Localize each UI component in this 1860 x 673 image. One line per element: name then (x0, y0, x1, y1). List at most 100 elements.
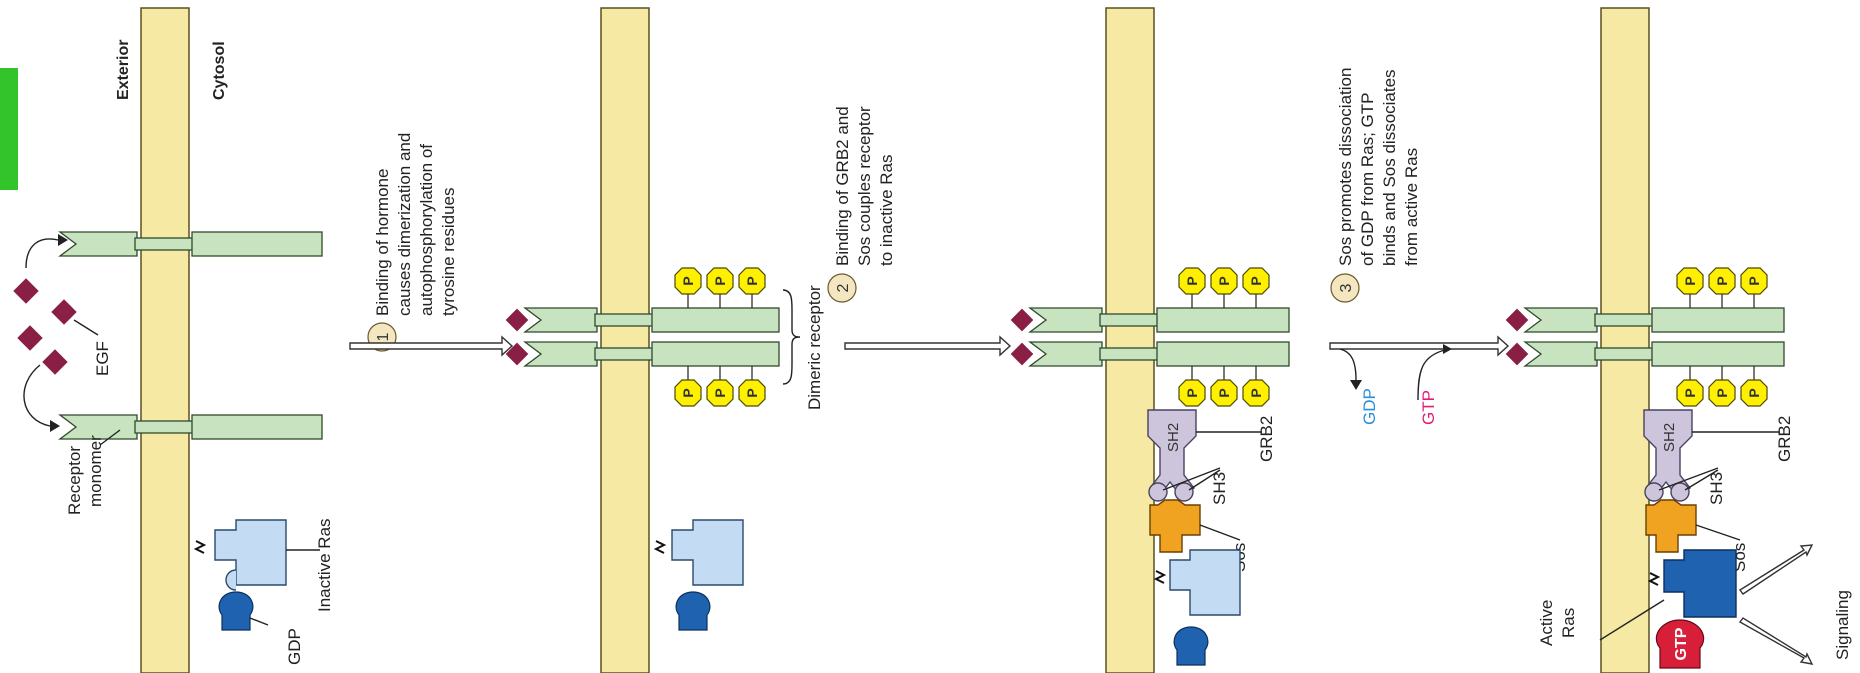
sos-protein-3 (1149, 499, 1201, 553)
grb2-protein-4: SH2 (1643, 409, 1693, 502)
sh2-label-3: SH2 (1165, 423, 1182, 452)
egf-bound-upper-3 (1010, 308, 1034, 332)
step-2-line-2: Sos couples receptor (855, 106, 874, 266)
step-2: 2 Binding of GRB2 and Sos couples recept… (827, 106, 1012, 357)
binding-arrow-bottom (23, 364, 51, 427)
step-3-arrow (1329, 335, 1510, 357)
svg-text:P: P (1682, 276, 1698, 285)
sh3-pointer-3b (1188, 469, 1221, 491)
panel-2: P P P P P P Dimeric receptor (505, 267, 824, 631)
receptor-upper-3 (1028, 307, 1290, 333)
phosphate-group-upper-3: P P P (1178, 267, 1270, 308)
inactive-ras-3 (1153, 549, 1241, 616)
svg-text:P: P (712, 388, 728, 397)
svg-text:P: P (1248, 388, 1264, 397)
svg-text:P: P (1184, 388, 1200, 397)
svg-text:P: P (1714, 276, 1730, 285)
svg-text:P: P (1682, 388, 1698, 397)
panel-1: EGF Receptor monomer Inactive Ras GDP (13, 231, 334, 665)
step-1-arrow (349, 335, 514, 357)
active-ras-pointer (1599, 599, 1665, 641)
receptor-monomer-top (58, 231, 323, 257)
egf-molecule-2 (17, 325, 43, 351)
gtp-bound-label: GTP (1673, 627, 1690, 660)
egf-bound-upper-4 (1505, 308, 1529, 332)
gdp-molecule-2 (675, 591, 711, 631)
active-ras-label-line2: Ras (1559, 608, 1578, 638)
membrane-panel-1 (140, 7, 190, 673)
gdp-release-arrow-head (1350, 380, 1362, 390)
active-ras-label-line1: Active (1537, 600, 1556, 646)
step-2-line-1: Binding of GRB2 and (833, 106, 852, 266)
gdp-release-arrow (1339, 348, 1357, 381)
grb2-label-3: GRB2 (1257, 416, 1276, 462)
sos-protein-4 (1645, 499, 1697, 553)
step-1-line-2: causes dimerization and (395, 133, 414, 316)
step-3: 3 Sos promotes dissociation of GDP from … (1329, 68, 1510, 425)
gtp-binding-arrow-head (1443, 344, 1452, 354)
phosphate-group-lower-4: P P P (1676, 366, 1768, 407)
step-1-line-3: autophosphorylation of (417, 144, 436, 316)
step-2-line-3: to inactive Ras (877, 155, 896, 267)
step-2-arrow (844, 335, 1012, 357)
step-1-number: 1 (375, 332, 392, 341)
svg-text:P: P (680, 276, 696, 285)
egf-bound-lower-3 (1010, 342, 1034, 366)
sh3-pointer-3a (1162, 467, 1221, 491)
side-tab (0, 68, 18, 190)
receptor-monomer-bottom (58, 414, 323, 440)
inactive-ras-2 (653, 519, 744, 586)
panel-4: P P P P P P SH2 GRB2 SH3 (1505, 267, 1852, 669)
step-3-number: 3 (1338, 283, 1355, 292)
sh3-label-4: SH3 (1707, 472, 1726, 505)
receptor-lower-3 (1028, 341, 1290, 367)
egf-molecule-3 (51, 299, 77, 325)
gdp-molecule-3 (1173, 626, 1209, 666)
membrane-panel-3 (1105, 7, 1155, 673)
phosphate-group-lower-2: P P P (674, 366, 766, 407)
svg-text:P: P (1746, 276, 1762, 285)
receptor-monomer-label-line1: Receptor (65, 446, 84, 515)
sh2-label-4: SH2 (1661, 423, 1678, 452)
membrane-panel-2 (600, 7, 650, 673)
svg-text:P: P (1184, 276, 1200, 285)
dimeric-receptor-upper (523, 307, 780, 333)
sos-pointer-3 (1199, 524, 1241, 541)
svg-text:P: P (1746, 388, 1762, 397)
gtp-molecule: GTP (1655, 619, 1705, 669)
inactive-ras-label: Inactive Ras (315, 518, 334, 612)
panel-3: P P P P P P SH2 GRB2 SH3 (1010, 267, 1290, 666)
egf-bound-lower-4 (1505, 342, 1529, 366)
phosphate-group-upper-4: P P P (1676, 267, 1768, 308)
svg-text:P: P (1714, 388, 1730, 397)
svg-text:P: P (744, 276, 760, 285)
binding-arrow-bottom-head (50, 420, 60, 432)
egf-label: EGF (93, 341, 112, 376)
gdp-label: GDP (285, 628, 304, 665)
grb2-protein-3: SH2 (1147, 409, 1197, 502)
active-ras (1647, 549, 1737, 618)
svg-text:P: P (1248, 276, 1264, 285)
svg-text:P: P (1216, 388, 1232, 397)
dimeric-receptor-lower (523, 341, 780, 367)
phosphate-group-upper-2: P P P (674, 267, 766, 308)
dimer-brace (782, 289, 801, 385)
signaling-arrow-1 (1738, 544, 1814, 595)
egf-bound-upper-2 (505, 308, 529, 332)
gtp-binding-arrow (1417, 349, 1446, 401)
sh3-label-3: SH3 (1210, 472, 1229, 505)
step-2-number: 2 (835, 283, 852, 292)
dimeric-receptor-label: Dimeric receptor (805, 285, 824, 410)
step-3-line-4: from active Ras (1402, 148, 1421, 266)
gdp-released-label: GDP (1360, 388, 1379, 425)
svg-text:P: P (744, 388, 760, 397)
gdp-pointer (249, 617, 269, 626)
receptor-monomer-pointer (99, 429, 121, 446)
svg-text:P: P (680, 388, 696, 397)
sh3-pointer-4b (1684, 469, 1719, 491)
receptor-upper-4 (1523, 307, 1785, 333)
egf-pointer (73, 319, 99, 336)
inactive-ras-1 (193, 519, 287, 591)
step-3-line-2: of GDP from Ras; GTP (1358, 92, 1377, 266)
signaling-label: Signaling (1833, 590, 1852, 660)
